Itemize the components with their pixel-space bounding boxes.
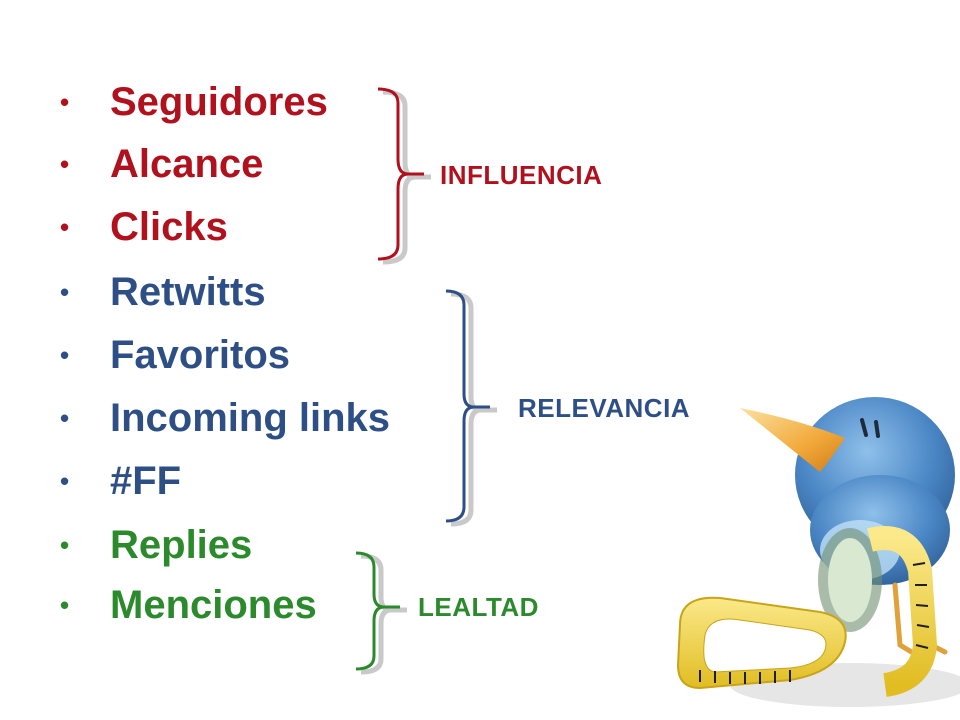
item-label: Alcance [110, 142, 264, 186]
list-item-ff: • #FF [56, 453, 181, 509]
bracket-lealtad [355, 551, 407, 675]
item-label: Seguidores [110, 80, 328, 124]
bullet: • [60, 403, 70, 433]
bullet: • [60, 466, 70, 496]
item-label: Retwitts [110, 270, 266, 314]
item-label: #FF [110, 459, 182, 503]
list-item-menciones: • Menciones [56, 577, 317, 633]
bullet: • [60, 590, 70, 620]
item-label: Menciones [110, 583, 317, 627]
bullet: • [60, 212, 70, 242]
item-label: Incoming links [110, 396, 391, 440]
list-item-incoming-links: • Incoming links [56, 390, 390, 446]
list-item-alcance: • Alcance [56, 136, 263, 192]
list-item-seguidores: • Seguidores [56, 74, 328, 130]
list-item-favoritos: • Favoritos [56, 327, 290, 383]
bracket-influencia [377, 87, 431, 265]
label-relevancia: RELEVANCIA [518, 393, 691, 423]
twitter-bird-with-measuring-tape-icon [676, 397, 960, 707]
item-label: Favoritos [110, 333, 291, 377]
bullet: • [60, 87, 70, 117]
label-lealtad: LEALTAD [418, 592, 539, 622]
list-item-clicks: • Clicks [56, 199, 228, 255]
list-item-replies: • Replies [56, 517, 252, 573]
label-influencia: INFLUENCIA [440, 160, 603, 190]
item-label: Clicks [110, 205, 228, 249]
item-label: Replies [110, 523, 253, 567]
bullet: • [60, 149, 70, 179]
bullet: • [60, 340, 70, 370]
bullet: • [60, 530, 70, 560]
bullet: • [60, 277, 70, 307]
bracket-relevancia [445, 289, 497, 527]
list-item-retwitts: • Retwitts [56, 264, 266, 320]
